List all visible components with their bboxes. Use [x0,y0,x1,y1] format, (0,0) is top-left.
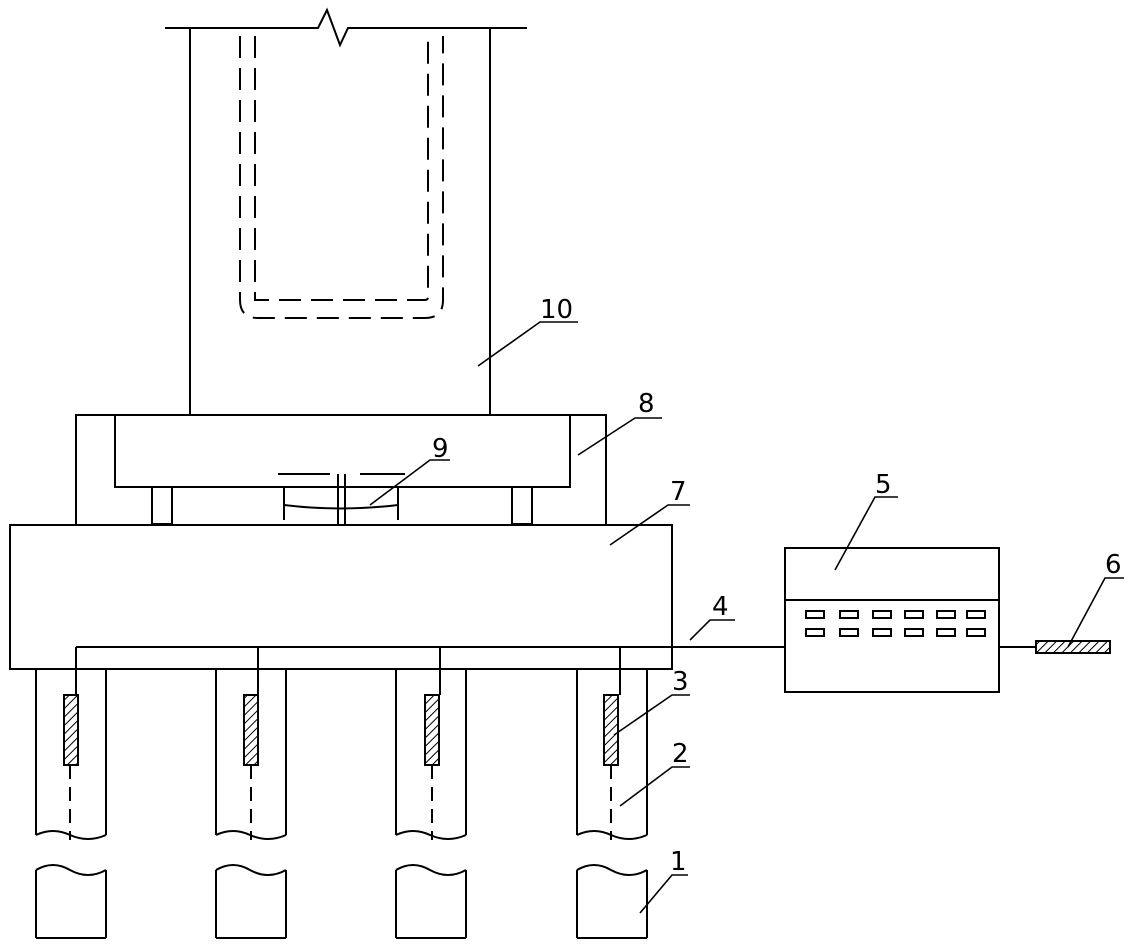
label-pile: 1 [670,847,687,877]
support-post-right [511,486,533,525]
label-monitor: 5 [875,470,892,500]
label-pier: 10 [540,295,573,325]
pile [215,669,287,939]
sensor [243,694,259,766]
pile-cap [9,524,673,670]
label-connector: 6 [1105,550,1122,580]
label-bearing: 9 [432,434,449,464]
sensor [424,694,440,766]
fiber-lines [69,765,612,840]
pile [35,669,107,939]
pile [395,669,467,939]
piles [35,669,648,939]
leader-lines [369,321,1124,914]
bearing-base [75,414,607,526]
label-cable: 4 [712,592,729,622]
connector [1035,640,1111,654]
label-fiber-line: 2 [672,739,689,769]
sensor [63,694,79,766]
indicator-slots [805,610,986,637]
label-bearing-base: 8 [638,389,655,419]
label-pile-cap: 7 [670,477,687,507]
monitor [784,547,1000,693]
label-sensor: 3 [672,667,689,697]
sensors [63,694,619,766]
break-line [165,7,527,48]
sensor [603,694,619,766]
pier [189,28,491,415]
support-post-left [151,486,173,525]
cable [75,646,785,695]
